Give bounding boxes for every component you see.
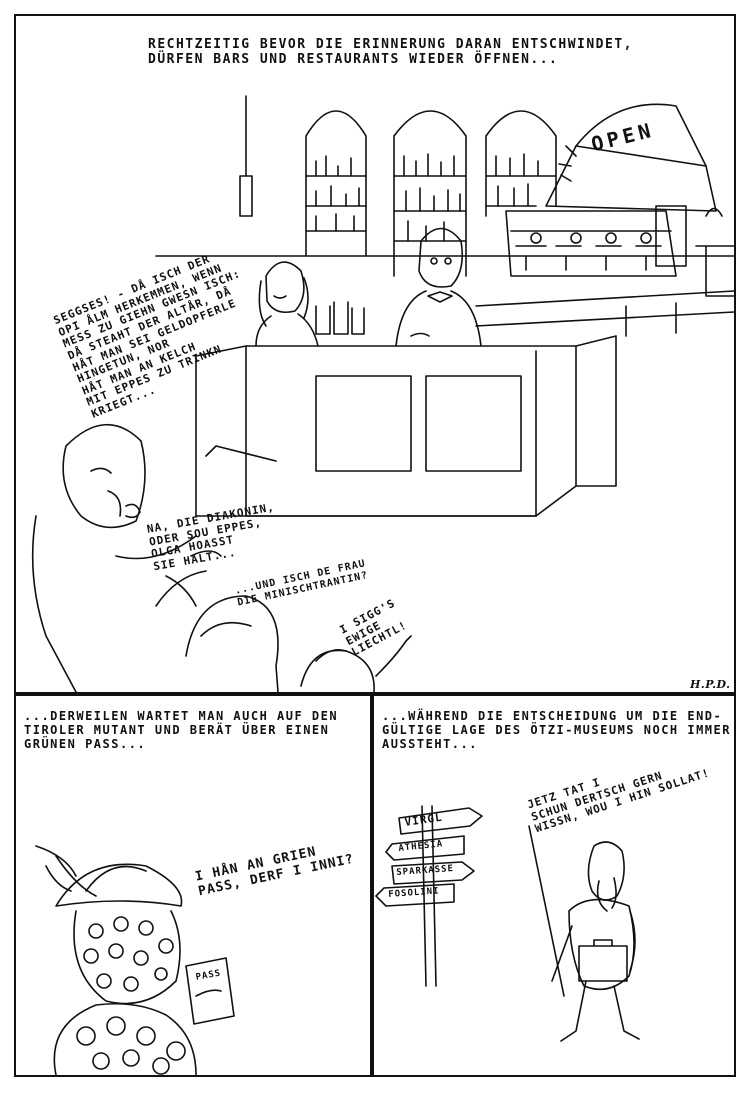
panel-tiroler-mutant: ...DERWEILEN WARTET MAN AUCH AUF DEN TIR… bbox=[14, 694, 372, 1077]
panel2-caption: ...DERWEILEN WARTET MAN AUCH AUF DEN TIR… bbox=[24, 709, 339, 751]
oetzi-drawing bbox=[375, 805, 640, 1042]
gothic-shelf-middle bbox=[393, 110, 467, 277]
panel-oetzi: ...WÄHREND DIE ENTSCHEIDUNG UM DIE END- … bbox=[372, 694, 736, 1077]
bar-scene-drawing bbox=[31, 95, 734, 692]
virus-spots bbox=[83, 916, 174, 992]
bar-counter bbox=[195, 335, 617, 517]
barmaid-figure bbox=[255, 261, 319, 347]
direction-signs bbox=[375, 807, 483, 907]
panel-bar-scene: RECHTZEITIG BEVOR DIE ERINNERUNG DARAN E… bbox=[14, 14, 736, 694]
panel1-caption: RECHTZEITIG BEVOR DIE ERINNERUNG DARAN E… bbox=[148, 37, 633, 67]
child-figure bbox=[300, 635, 412, 692]
panel3-caption: ...WÄHREND DIE ENTSCHEIDUNG UM DIE END- … bbox=[382, 709, 731, 751]
old-man-figure bbox=[31, 423, 222, 692]
barman-figure bbox=[395, 227, 482, 347]
oetzi-figure bbox=[528, 825, 640, 1042]
virus-spots-body bbox=[76, 1016, 186, 1075]
gothic-shelf-left bbox=[305, 110, 367, 257]
gothic-shelf-right bbox=[485, 110, 557, 217]
tiroler-mutant-drawing bbox=[35, 845, 235, 1075]
espresso-machine bbox=[505, 205, 687, 277]
artist-signature: H.P.D. bbox=[690, 678, 731, 691]
woman-back-figure bbox=[185, 595, 279, 692]
